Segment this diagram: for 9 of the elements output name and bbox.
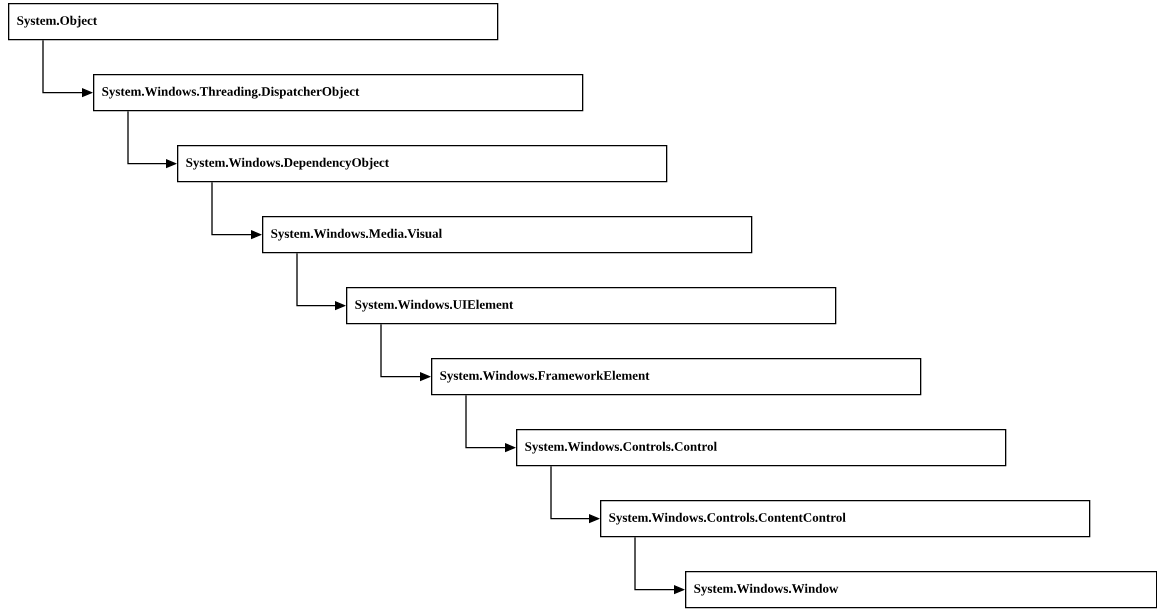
class-box: System.Windows.Media.Visual [262,216,753,254]
class-box: System.Windows.Window [685,571,1157,609]
class-box: System.Windows.DependencyObject [177,145,668,183]
class-box: System.Windows.Controls.ContentControl [600,500,1091,538]
class-box: System.Windows.UIElement [346,287,837,325]
class-box: System.Windows.Controls.Control [516,429,1007,467]
class-box: System.Windows.FrameworkElement [431,358,922,396]
class-box: System.Windows.Threading.DispatcherObject [93,74,584,112]
class-box: System.Object [8,3,499,41]
